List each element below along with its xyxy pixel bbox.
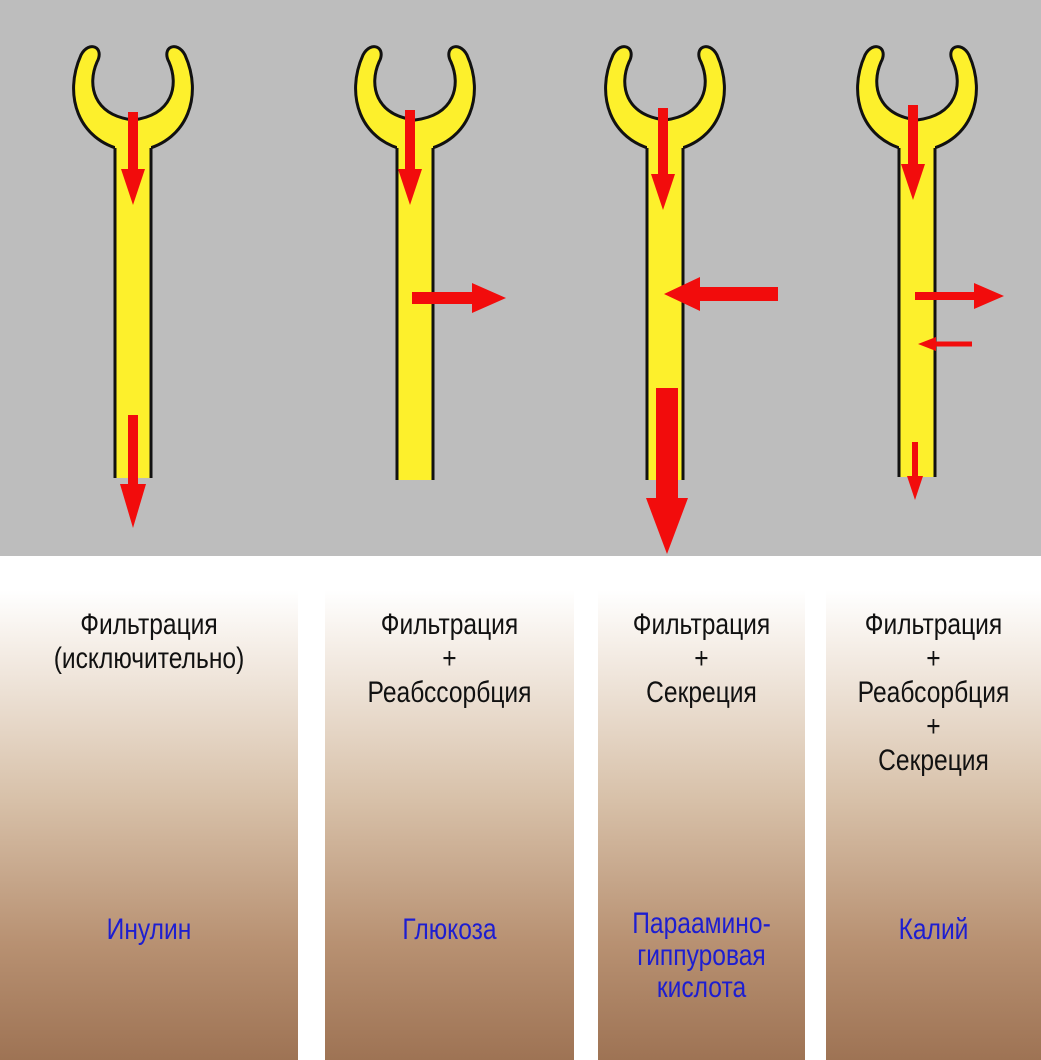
process-line: Фильтрация [845,608,1021,642]
tubule-fill [397,146,433,480]
process-line: Фильтрация [27,608,271,642]
substance-label: Глюкоза [347,914,551,946]
substance-line: Глюкоза [347,914,551,946]
process-label: Фильтрация + Реабсорбция + Секреция [845,608,1021,778]
substance-line: Инулин [27,914,271,946]
process-line: + [845,710,1021,744]
column-inulin: Фильтрация (исключительно) Инулин [0,590,298,1060]
substance-line: Калий [845,914,1021,946]
process-label: Фильтрация (исключительно) [27,608,271,676]
process-line: (исключительно) [27,642,271,676]
process-line: + [617,642,787,676]
substance-line: Парааминo- [617,908,787,940]
process-line: Фильтрация [617,608,787,642]
substance-line: гиппуровая [617,940,787,972]
process-line: Реабсорбция [845,676,1021,710]
process-line: Фильтрация [347,608,551,642]
process-label: Фильтрация + Реабссорбция [347,608,551,710]
process-label: Фильтрация + Секреция [617,608,787,710]
process-line: + [845,642,1021,676]
process-line: Секреция [845,744,1021,778]
column-pah: Фильтрация + Секреция Парааминo- гиппуро… [598,590,805,1060]
process-line: + [347,642,551,676]
tubule-fill [899,146,935,477]
column-potassium: Фильтрация + Реабсорбция + Секреция Кали… [826,590,1041,1060]
process-line: Реабссорбция [347,676,551,710]
substance-label: Инулин [27,914,271,946]
process-line: Секреция [617,676,787,710]
column-glucose: Фильтрация + Реабссорбция Глюкоза [325,590,574,1060]
diagram-background [0,0,1041,556]
substance-line: кислота [617,972,787,1004]
substance-label: Парааминo- гиппуровая кислота [617,908,787,1004]
substance-label: Калий [845,914,1021,946]
